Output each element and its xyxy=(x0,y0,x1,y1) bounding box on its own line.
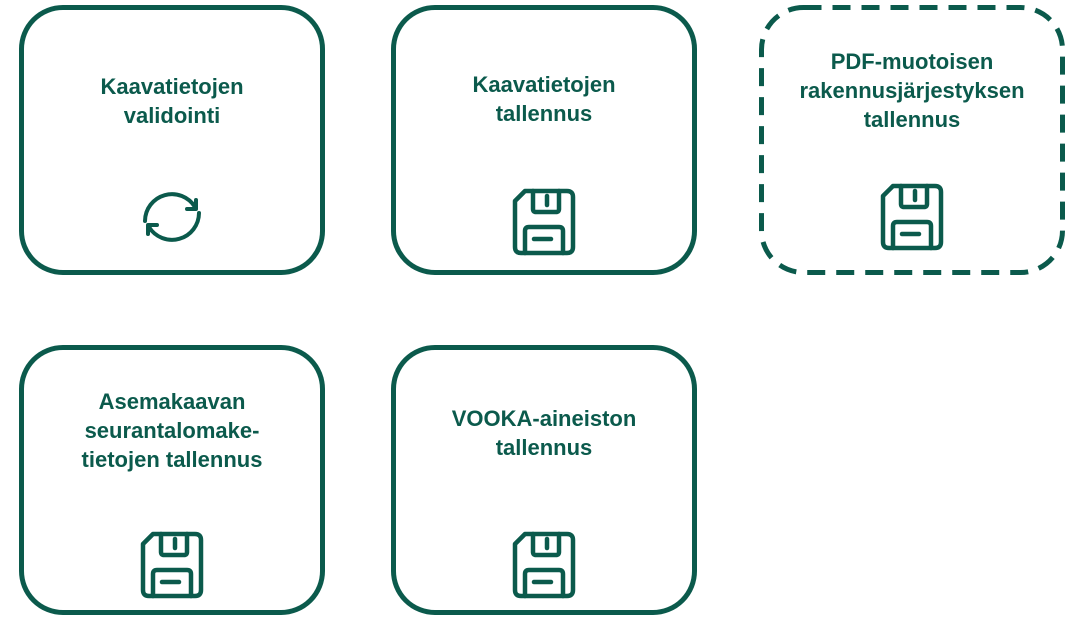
save-plan-data-card[interactable]: Kaavatietojen tallennus xyxy=(391,5,697,275)
refresh-icon xyxy=(143,192,201,242)
card-label: PDF-muotoisen rakennusjärjestyksen talle… xyxy=(799,49,1025,132)
save-monitoring-form-data-card[interactable]: Asemakaavan seurantalomake- tietojen tal… xyxy=(19,345,325,615)
validate-plan-data-card[interactable]: Kaavatietojen validointi xyxy=(19,5,325,275)
card-label: VOOKA-aineiston tallennus xyxy=(451,406,637,460)
save-vooka-material-card[interactable]: VOOKA-aineiston tallennus xyxy=(391,345,697,615)
dashed-border xyxy=(759,5,1065,275)
card-label: Kaavatietojen validointi xyxy=(100,74,244,128)
card-label: Asemakaavan seurantalomake- tietojen tal… xyxy=(81,389,263,472)
save-pdf-building-order-card[interactable]: PDF-muotoisen rakennusjärjestyksen talle… xyxy=(759,5,1065,275)
save-icon xyxy=(140,531,204,599)
save-icon xyxy=(512,188,576,256)
card-label: Kaavatietojen tallennus xyxy=(472,72,616,126)
save-icon xyxy=(512,531,576,599)
save-icon xyxy=(880,183,944,251)
